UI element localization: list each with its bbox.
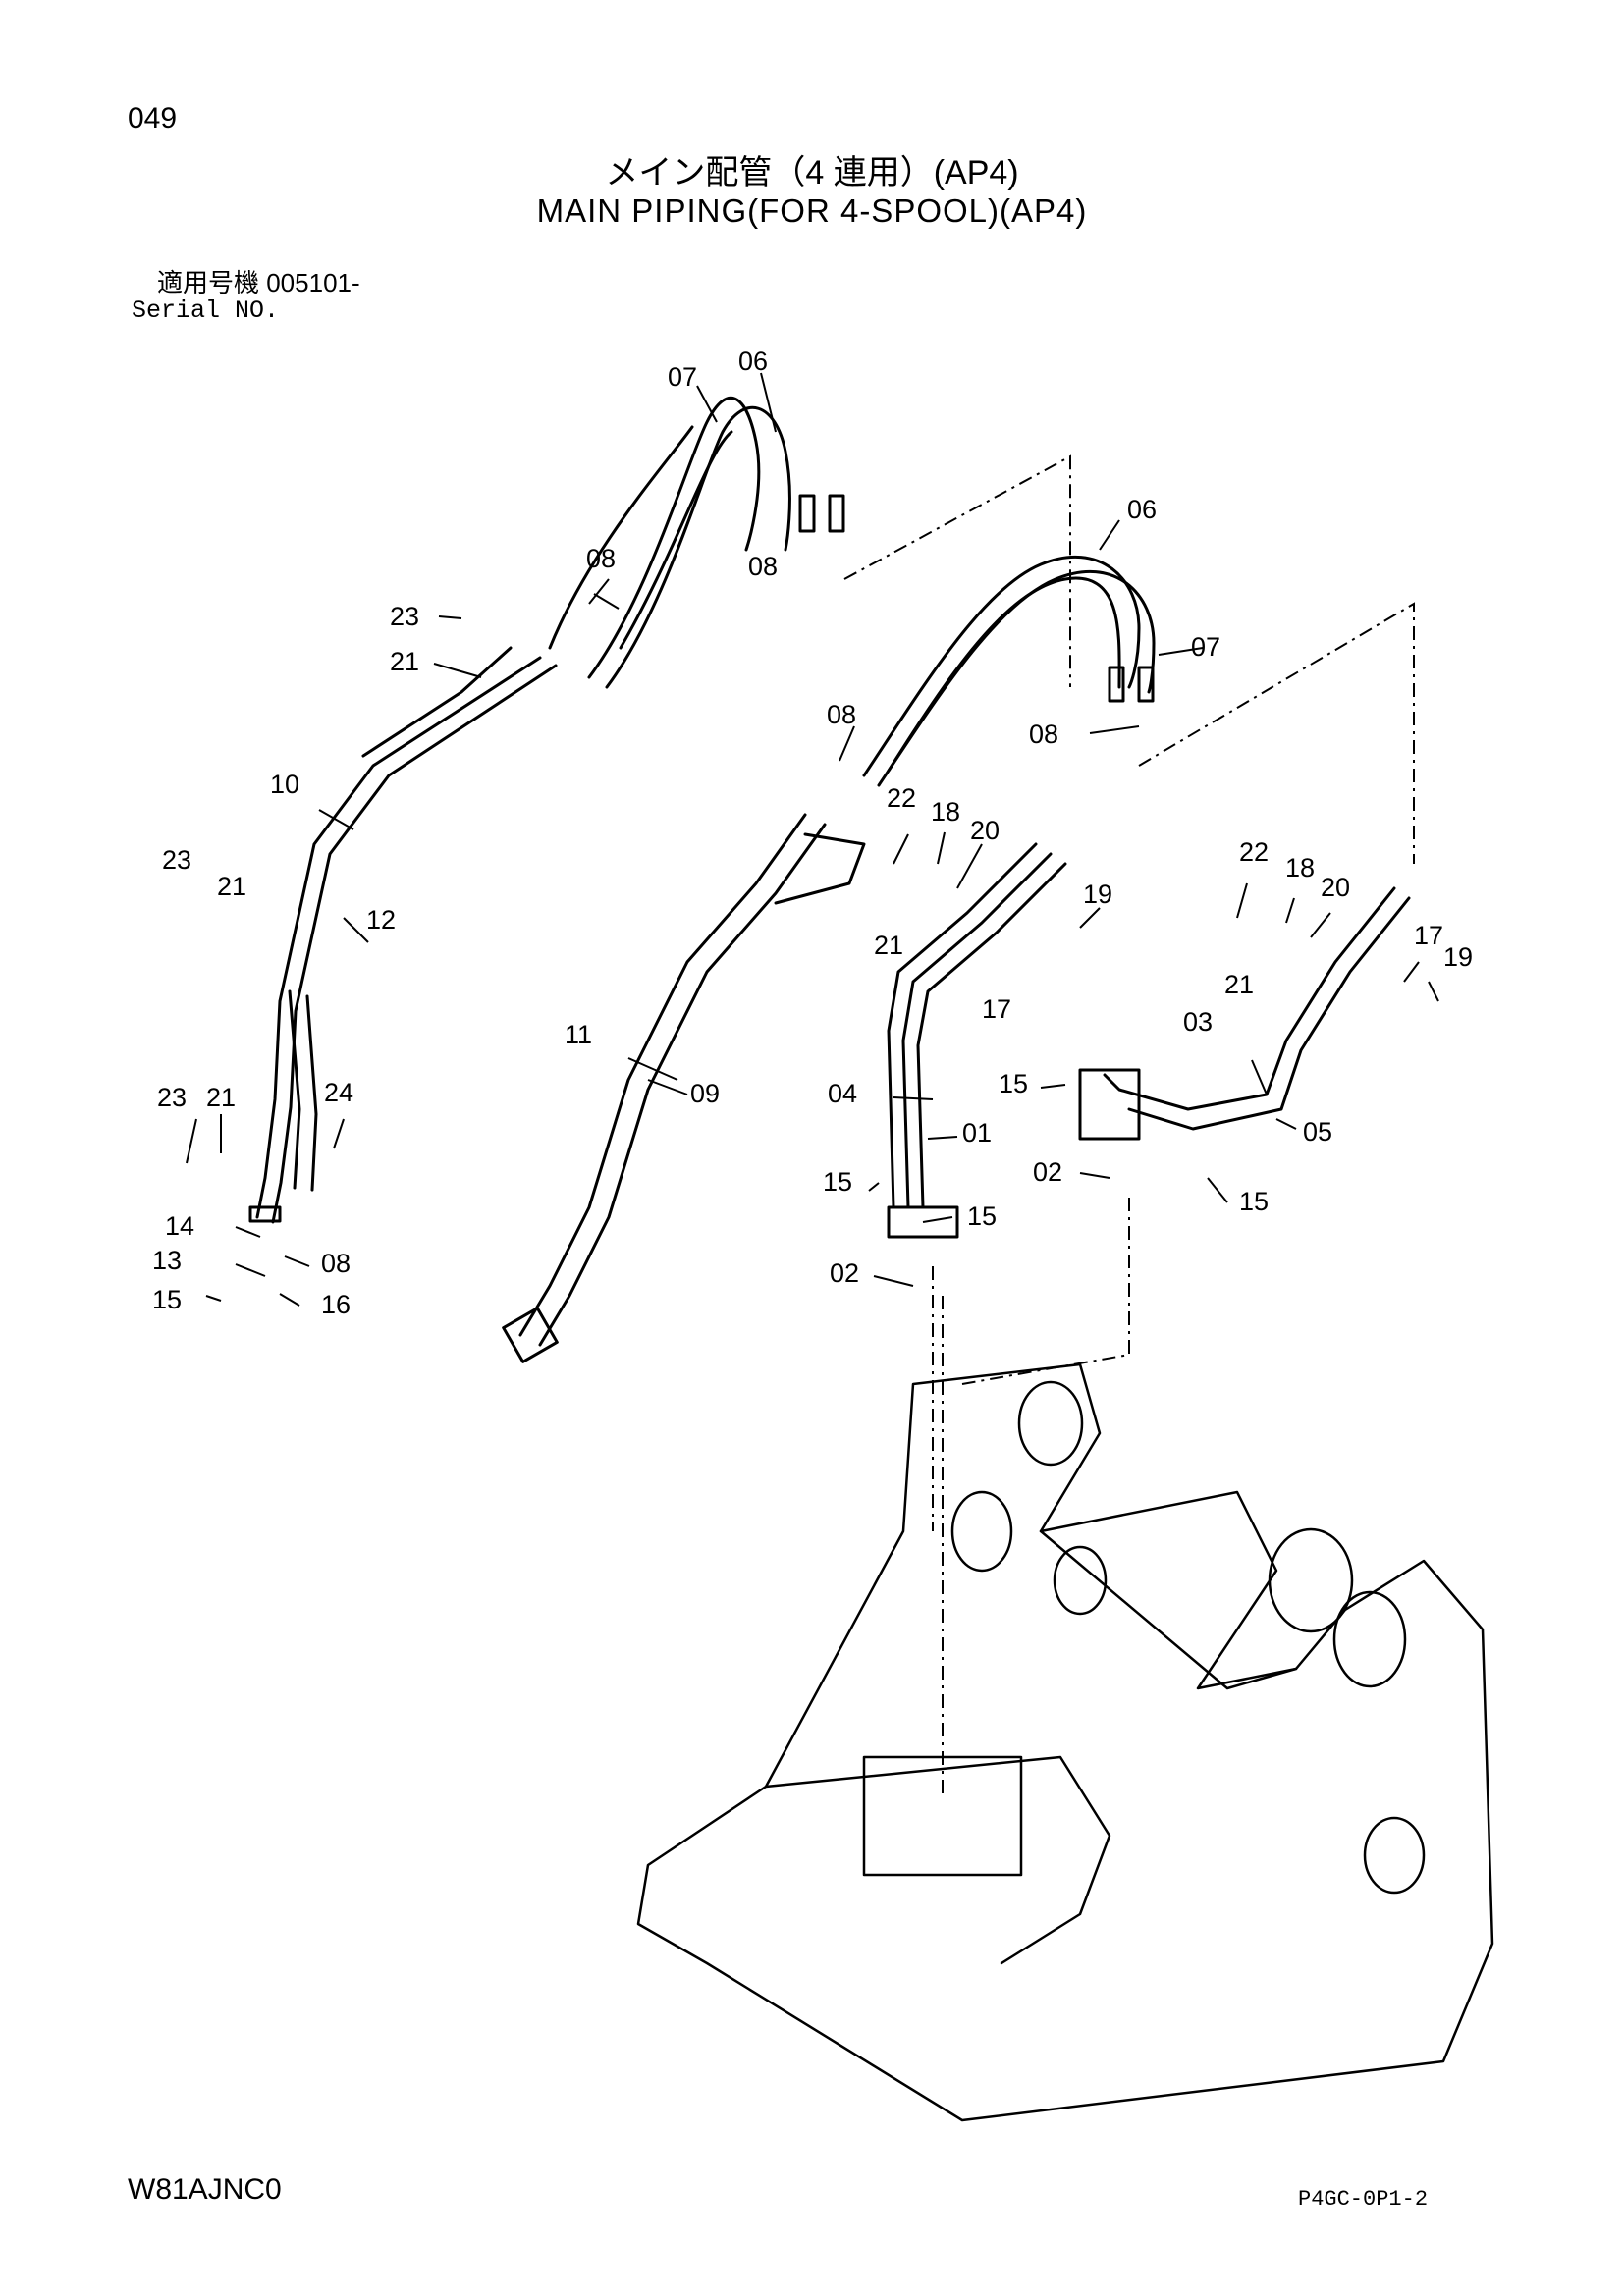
callout-15: 15 [152,1285,182,1314]
callout-17: 17 [982,994,1011,1024]
callout-20: 20 [970,816,1000,845]
callout-14: 14 [165,1211,194,1241]
callout-08: 08 [586,544,616,573]
callout-13: 13 [152,1246,182,1275]
machine-frame [636,1362,1494,2122]
callout-11: 11 [565,1020,592,1049]
hose-06-07-left [548,397,845,689]
callout-21: 21 [1224,970,1254,999]
document-code: W81AJNC0 [128,2173,282,2206]
callout-23: 23 [162,845,191,875]
callout-08: 08 [1029,720,1058,749]
callout-19: 19 [1443,942,1473,972]
callout-15: 15 [823,1167,852,1197]
callout-10: 10 [270,770,299,799]
callout-18: 18 [1285,853,1315,882]
pipe-10-12 [248,646,558,1224]
callout-06: 06 [1127,495,1157,524]
pipe-09-11 [502,813,866,1363]
title-japanese: メイン配管（4 連用）(AP4) [605,154,1019,191]
callout-23: 23 [390,602,419,631]
callout-21: 21 [874,931,903,960]
callout-21: 21 [217,872,246,901]
callout-01: 01 [962,1118,992,1148]
callout-15: 15 [999,1069,1028,1098]
callout-02: 02 [830,1258,859,1288]
callout-23: 23 [157,1083,187,1112]
callout-04: 04 [828,1079,857,1108]
callout-07: 07 [1191,632,1220,662]
callout-05: 05 [1303,1117,1332,1147]
callout-08: 08 [827,700,856,729]
callout-18: 18 [931,797,960,827]
callout-03: 03 [1183,1007,1213,1037]
page-number: 049 [128,102,178,134]
callout-16: 16 [321,1290,351,1319]
callout-15: 15 [1239,1187,1269,1216]
dashed-leaders [843,454,1415,1796]
callout-02: 02 [1033,1157,1062,1187]
figure-code: P4GC-0P1-2 [1298,2187,1429,2212]
serial-label-english: Serial NO. [132,296,280,325]
callout-08: 08 [748,552,778,581]
callout-leaders [186,372,1439,1307]
pipe-03-05 [1078,886,1411,1141]
callout-22: 22 [1239,837,1269,867]
callout-08: 08 [321,1249,351,1278]
callout-22: 22 [887,783,916,813]
callout-19: 19 [1083,880,1112,909]
serial-label-japanese: 適用号機 005101- [157,268,360,297]
callout-06: 06 [738,347,768,376]
callout-17: 17 [1414,921,1443,950]
callout-15: 15 [967,1201,997,1231]
title-english: MAIN PIPING(FOR 4-SPOOL)(AP4) [536,192,1088,229]
callout-21: 21 [390,647,419,676]
hose-06-07-right [862,555,1156,787]
callout-20: 20 [1321,873,1350,902]
callout-09: 09 [690,1079,720,1108]
callout-21: 21 [206,1083,236,1112]
callout-07: 07 [668,362,697,392]
callout-24: 24 [324,1078,353,1107]
callout-12: 12 [366,905,396,934]
